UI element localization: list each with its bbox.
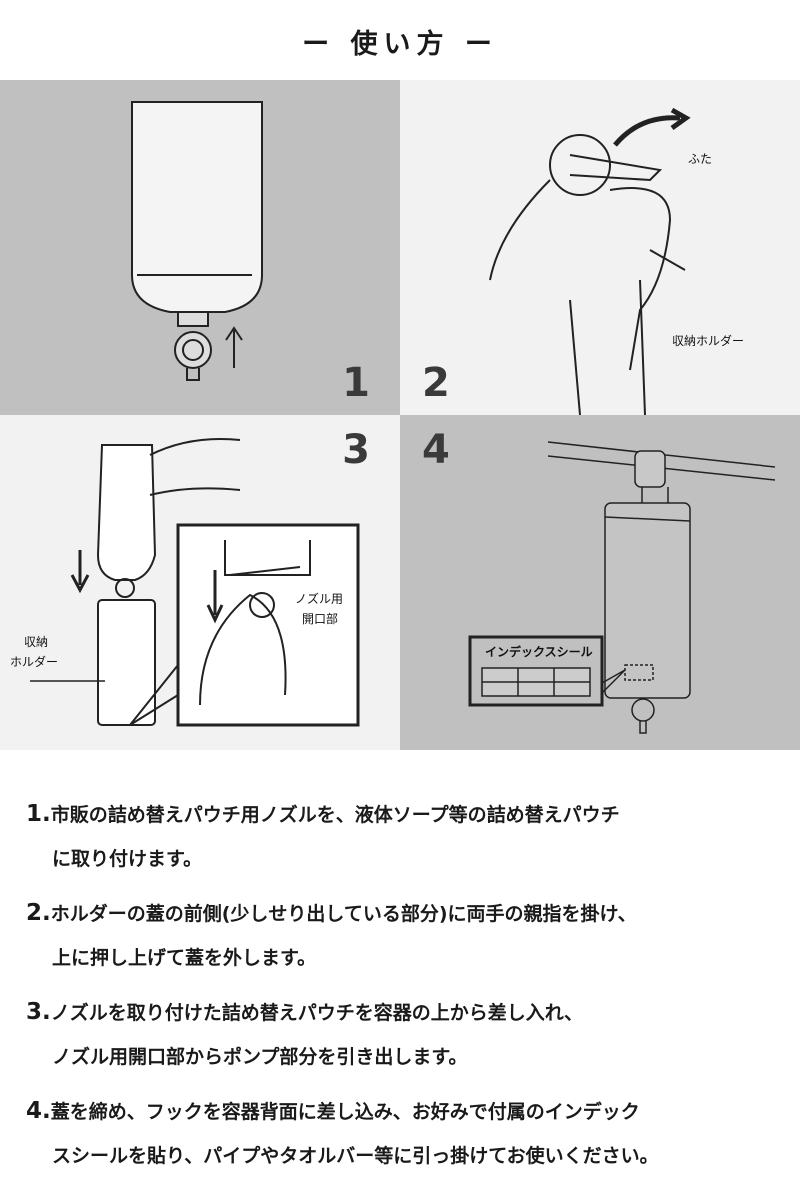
step-number: 2 <box>422 360 450 406</box>
holder-label-line1: 収納 <box>24 635 49 649</box>
step-3-illustration: 収納 ホルダー ノズル用 開口部 3 <box>0 415 400 750</box>
step-number: 3 <box>342 427 370 473</box>
step-2-illustration: ふた 収納ホルダー 2 <box>400 80 800 415</box>
instruction-step-3: 3.ノズルを取り付けた詰め替えパウチを容器の上から差し入れ、ノズル用開口部からポ… <box>26 990 796 1079</box>
refill-pouch-drawing <box>131 101 263 381</box>
instruction-step-2: 2.ホルダーの蓋の前側(少しせり出している部分)に両手の親指を掛け、上に押し上げ… <box>26 891 796 980</box>
nozzle-opening-label-line2: 開口部 <box>302 612 339 626</box>
step-number: 2. <box>26 900 51 926</box>
pouch-insertion-drawing <box>30 438 360 727</box>
step-1-illustration: 1 <box>0 80 400 415</box>
step-number: 1. <box>26 801 51 827</box>
step-4-illustration: インデックスシール 4 <box>400 415 800 750</box>
step-number: 3. <box>26 999 51 1025</box>
instruction-step-4: 4.蓋を締め、フックを容器背面に差し込み、お好みで付属のインデックスシールを貼り… <box>26 1089 796 1178</box>
step-number: 4. <box>26 1098 51 1124</box>
step-number: 4 <box>422 427 450 473</box>
step-text: ノズルを取り付けた詰め替えパウチを容器の上から差し入れ、 <box>50 1002 583 1024</box>
step-text: 上に押し上げて蓋を外します。 <box>52 947 317 969</box>
step-text: 蓋を締め、フックを容器背面に差し込み、お好みで付属のインデック <box>50 1101 640 1123</box>
step-text: スシールを貼り、パイプやタオルバー等に引っ掛けてお使いください。 <box>52 1145 659 1167</box>
page-title: ー 使い方 ー <box>302 29 498 60</box>
instruction-step-1: 1.市販の詰め替えパウチ用ノズルを、液体ソープ等の詰め替えパウチに取り付けます。 <box>26 792 796 881</box>
holder-label: 収納ホルダー <box>672 334 745 348</box>
step-text: ホルダーの蓋の前側(少しせり出している部分)に両手の親指を掛け、 <box>50 903 637 925</box>
lid-label: ふた <box>688 152 713 166</box>
holder-label-line2: ホルダー <box>10 655 59 669</box>
step-text: に取り付けます。 <box>52 848 203 870</box>
step-text: 市販の詰め替えパウチ用ノズルを、液体ソープ等の詰め替えパウチ <box>50 804 620 826</box>
nozzle-opening-label-line1: ノズル用 <box>295 592 344 606</box>
lid-removal-drawing <box>489 107 691 415</box>
hanging-holder-drawing <box>468 441 776 734</box>
step-number: 1 <box>342 360 370 406</box>
step-text: ノズル用開口部からポンプ部分を引き出します。 <box>52 1046 468 1068</box>
index-sticker-label: インデックスシール <box>485 645 593 659</box>
instruction-list: 1.市販の詰め替えパウチ用ノズルを、液体ソープ等の詰め替えパウチに取り付けます。… <box>26 792 796 1188</box>
